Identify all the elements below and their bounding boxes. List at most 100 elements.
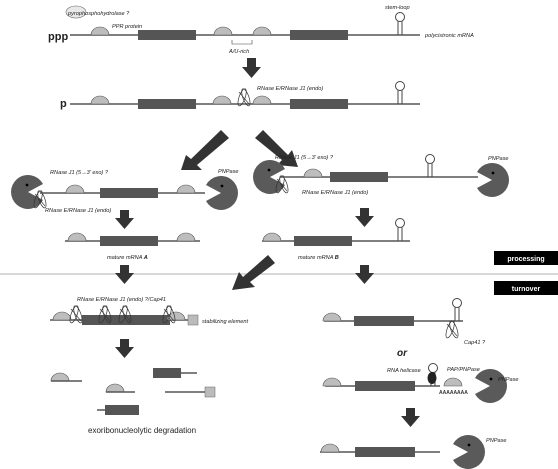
pyrophosphohydrolase-label: pyrophosphohydrolase ? (67, 11, 130, 17)
ppr-protein-4c (262, 232, 282, 242)
arrow-3l (115, 210, 134, 229)
mature-mrna-b-text: mature mRNA (298, 255, 335, 261)
ppr-protein-3b (176, 184, 196, 194)
precursor-transcript: ppp pyrophosphohydrolase ? PPR protein A… (48, 5, 474, 55)
arrow-left (181, 130, 229, 170)
turnover-badge-label: turnover (512, 286, 541, 293)
ppr-protein-7a (320, 443, 340, 453)
stem-loop-4 (395, 218, 405, 242)
ppr-protein-4a (67, 232, 87, 242)
arrow-right (255, 130, 298, 167)
rnase-endo-left-label: RNase E/RNase J1 (endo) (45, 208, 111, 214)
arrow-4r (355, 265, 374, 284)
pnpase-right-label: PNPase (488, 156, 509, 162)
turnover-right: Cap41 ? or (322, 298, 486, 359)
helicase-pathway: RNA helicase PAP/PNPase AAAAAAAA PNPase (322, 363, 519, 403)
pnpase-6 (475, 369, 507, 403)
au-rich-bracket (231, 40, 253, 45)
pnpase-6-label: PNPase (498, 377, 519, 383)
fragment-stabilizer (204, 386, 216, 398)
endo-cap41-label: RNase E/RNase J1 (endo) ?/Cap41 (77, 297, 166, 303)
final-degradation: PNPase (320, 435, 507, 469)
cistron-6r (355, 381, 415, 391)
pnpase-7-label: PNPase (486, 438, 507, 444)
fragment-ppr-2 (105, 383, 125, 393)
ppr-protein-6a (322, 377, 342, 387)
stabilizing-element (187, 314, 199, 326)
processing-right: RNase J1 (5→3' exo) ? RNase E/RNase J1 (… (253, 154, 509, 197)
pap-pnpase-label: PAP/PNPase (447, 367, 480, 373)
pnpase-7 (453, 435, 485, 469)
ppr-protein-label: PPR protein (112, 24, 142, 30)
ppr-protein-2c (252, 95, 272, 105)
rnase-endo-label: RNase E/RNase J1 (endo) (257, 86, 323, 92)
processing-left: RNase J1 (5→3' exo) ? RNase E/RNase J1 (… (11, 169, 239, 214)
monophosphate-label: p (60, 98, 67, 110)
mature-mrna-b: mature mRNA B (262, 218, 410, 261)
mature-mrna-a-letter: A (143, 255, 148, 261)
mature-mrna-b-letter: B (335, 255, 339, 261)
cistron-5r (354, 316, 414, 326)
ppr-protein-3a (65, 184, 85, 194)
cistron-3r (330, 172, 388, 182)
cistron-2a (138, 99, 196, 109)
mature-mrna-a: mature mRNA A (65, 232, 200, 261)
stem-loop-1 (395, 12, 405, 36)
processing-badge (494, 251, 558, 265)
fragment-cistron-2 (105, 405, 139, 415)
arrow-1 (242, 58, 261, 78)
fragment-cistron-1 (153, 368, 181, 378)
pap-protein (443, 377, 463, 387)
stem-loop-5 (452, 298, 462, 322)
ppr-protein-3c (303, 168, 323, 178)
exoribonucleolytic-label: exoribonucleolytic degradation (88, 426, 196, 435)
stabilizing-element-label: stabilizing element (202, 319, 248, 325)
cistron-4r (294, 236, 352, 246)
arrow-5l (115, 339, 134, 358)
rnase-exo-right-label: RNase J1 (5→3' exo) ? (275, 155, 334, 161)
polycistronic-label: polycistronic mRNA (424, 33, 474, 39)
stem-loop-label: stem-loop (385, 5, 410, 11)
pnpase-left-label: PNPase (218, 169, 239, 175)
cistron-2b (290, 99, 348, 109)
turnover-badge (494, 281, 558, 295)
turnover-left: RNase E/RNase J1 (endo) ?/Cap41 stabiliz… (50, 297, 248, 326)
cistron-1 (138, 30, 196, 40)
arrow-b-to-a (232, 255, 275, 290)
rnase-exo-left-label: RNase J1 (5→3' exo) ? (50, 170, 109, 176)
ppr-protein-2b (212, 95, 232, 105)
pyrophosphohydrolase-shape (65, 5, 87, 19)
cistron-3l (100, 188, 158, 198)
au-rich-label: A/U-rich (228, 49, 249, 55)
pnpase-right (477, 163, 509, 197)
poly-a-tail: AAAAAAAA (439, 390, 468, 396)
ppr-protein-2a (90, 95, 110, 105)
rna-helicase-shape (427, 372, 437, 384)
triphosphate-label: ppp (48, 31, 68, 43)
arrow-4l (115, 265, 134, 284)
mature-mrna-a-label: mature mRNA A (107, 255, 148, 261)
cistron-2 (290, 30, 348, 40)
ppr-protein-2 (213, 26, 233, 36)
cap41-label: Cap41 ? (464, 340, 486, 346)
mature-mrna-a-text: mature mRNA (107, 255, 144, 261)
stem-loop-2 (395, 81, 405, 105)
ppr-protein-3 (252, 26, 272, 36)
or-label: or (397, 348, 408, 359)
ppr-protein-5c (322, 312, 342, 322)
mature-mrna-b-label: mature mRNA B (298, 255, 339, 261)
ppr-protein-4b (176, 232, 196, 242)
ppr-protein-5a (52, 311, 72, 321)
monophosphorylated-transcript: p RNase E/RNase J1 (endo) (60, 81, 420, 110)
ppr-protein-1 (90, 26, 110, 36)
degradation-fragments: exoribonucleolytic degradation (50, 368, 216, 435)
scissor-icon (443, 319, 461, 340)
processing-badge-label: processing (507, 256, 544, 263)
cistron-4l (100, 236, 158, 246)
pnpase-left (206, 176, 238, 210)
fragment-ppr-1 (50, 372, 70, 382)
rna-helicase-label: RNA helicase (387, 368, 421, 374)
rnase-endo-right-label: RNase E/RNase J1 (endo) (302, 190, 368, 196)
